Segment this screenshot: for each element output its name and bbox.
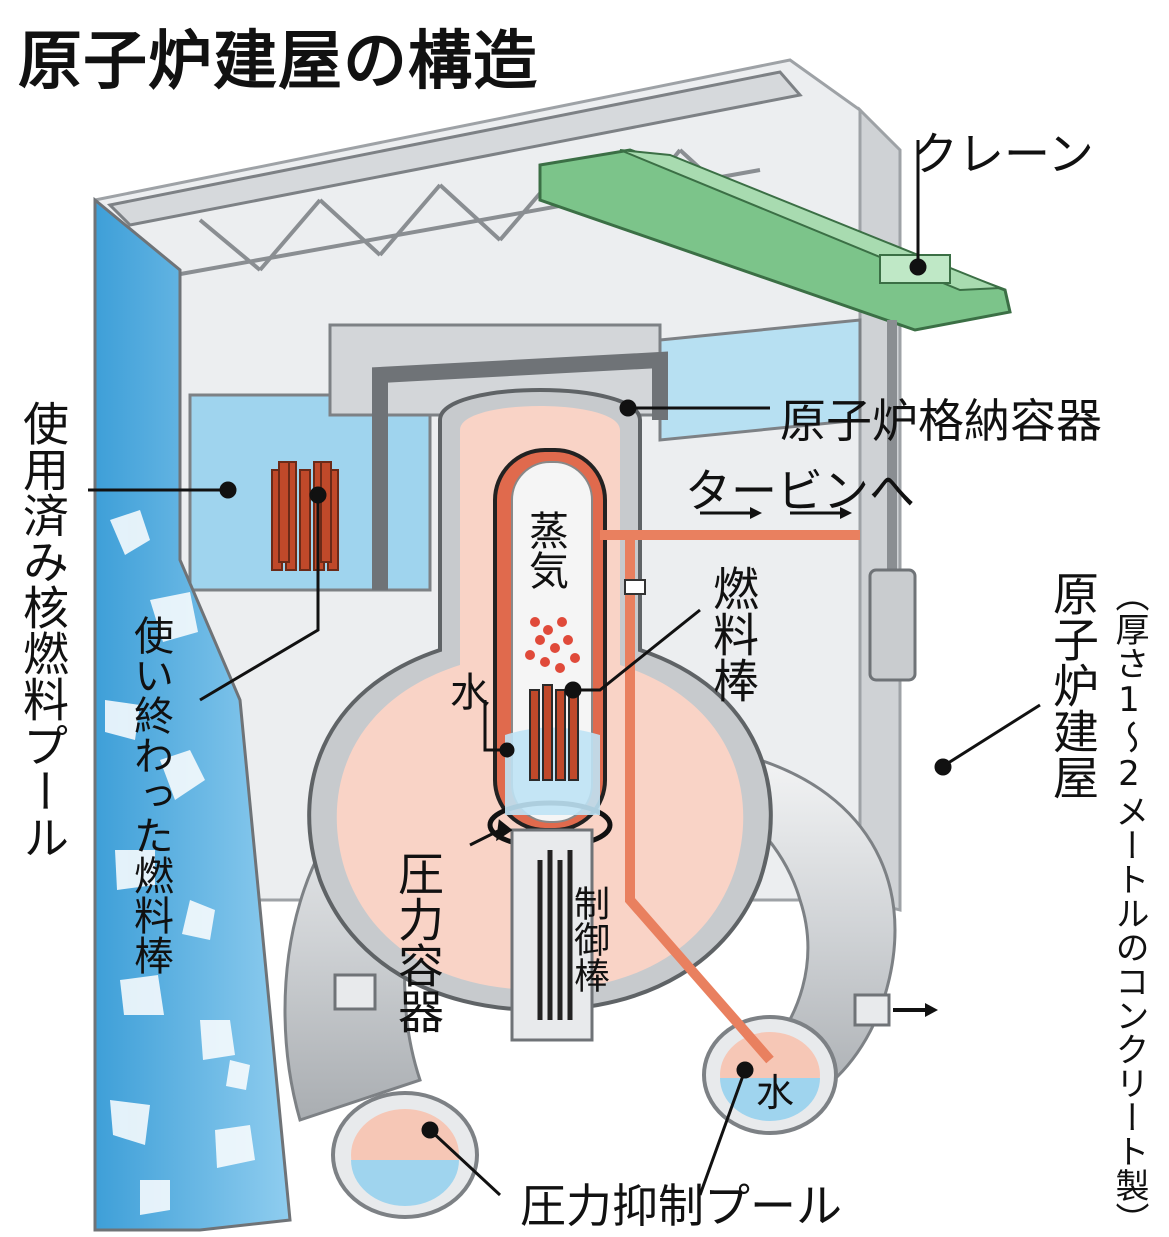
- crane-shape: [538, 148, 1012, 682]
- control-rods: [537, 850, 573, 1020]
- containment-vessel-label: 原子炉格納容器: [780, 394, 1102, 448]
- steam-pipe: [600, 507, 938, 1064]
- wall-texture: [105, 510, 255, 1215]
- building-note-label: （厚さ1～2メートルのコンクリート製）: [1109, 578, 1149, 1236]
- fuel-rods-core: [529, 684, 579, 781]
- used-fuel-rod-bundle: [271, 461, 339, 571]
- diagram-title: 原子炉建屋の構造: [18, 25, 538, 99]
- fuel-rods-label: 燃料棒: [706, 565, 760, 703]
- to-turbine-label: タービンへ: [685, 464, 915, 518]
- building-outer-wall: [93, 196, 292, 1232]
- spent-fuel-pool-label: 使用済み核燃料プール: [16, 400, 70, 860]
- crane-label: クレーン: [912, 127, 1094, 181]
- control-rods-label: 制御棒: [568, 885, 609, 993]
- leader-lines: [88, 140, 1041, 1197]
- suppression-pool-label: 圧力抑制プール: [520, 1179, 842, 1233]
- steam-dots: [525, 617, 580, 673]
- reactor-pressure-vessel-shape: [487, 448, 613, 1042]
- water-in-vessel-label: 水: [450, 670, 490, 716]
- pressure-vessel-label: 圧力容器: [391, 850, 445, 1034]
- outlet-valve: [853, 993, 891, 1027]
- water-in-pool-label: 水: [756, 1071, 795, 1115]
- steam-label: 蒸気: [522, 510, 568, 590]
- reactor-building-label: 原子炉建屋: [1046, 570, 1100, 800]
- used-fuel-rods-label: 使い終わった燃料棒: [127, 615, 173, 975]
- vent-valve: [333, 973, 377, 1011]
